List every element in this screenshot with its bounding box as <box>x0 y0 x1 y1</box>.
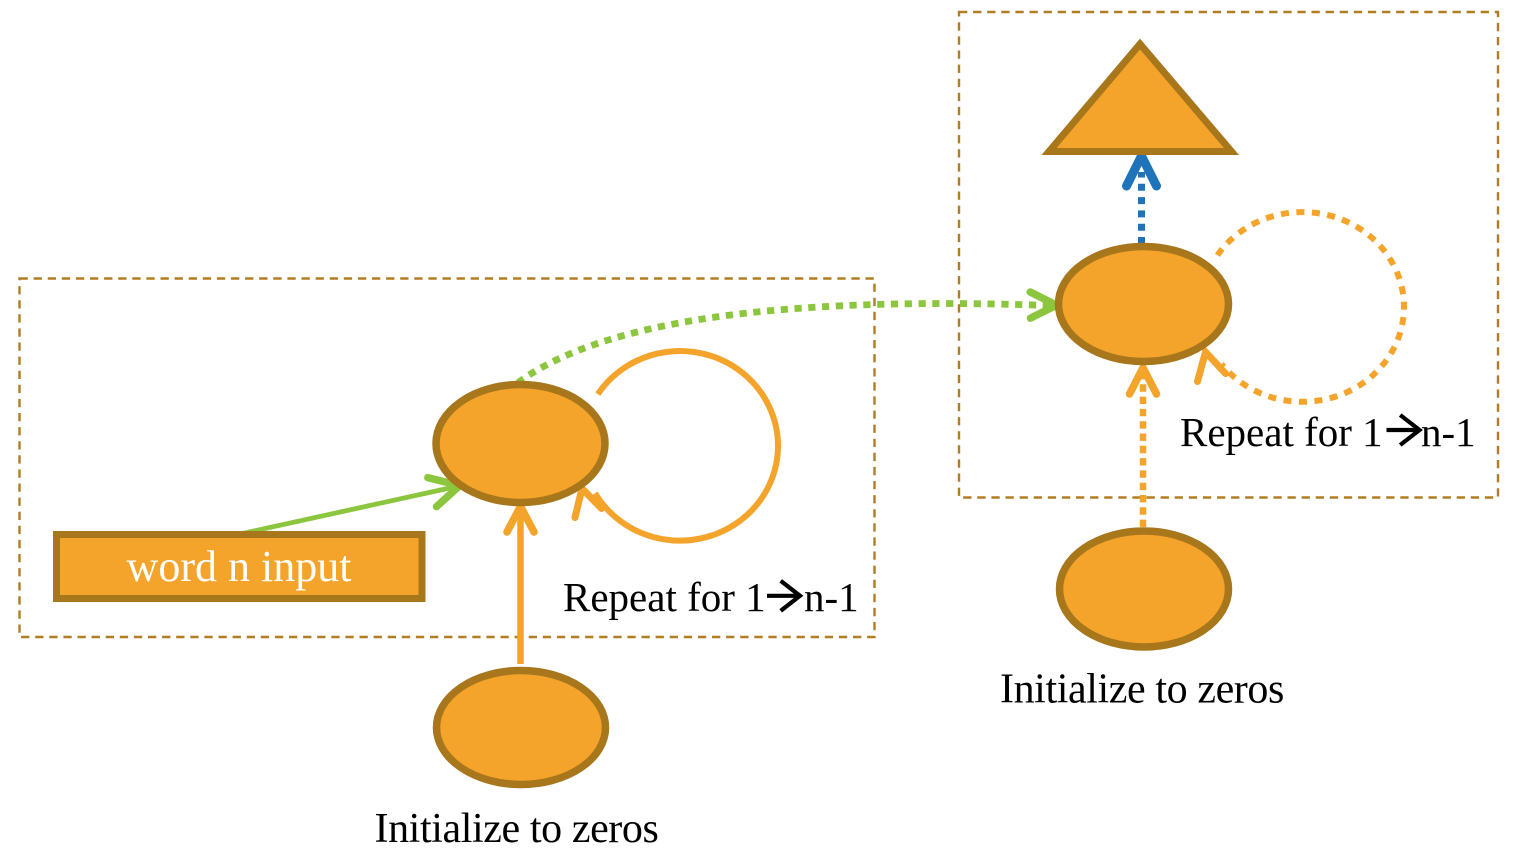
svg-text:Repeat for 1: Repeat for 1 <box>563 574 766 620</box>
svg-text:Repeat for 1: Repeat for 1 <box>1180 409 1383 455</box>
svg-text:Initialize to zeros: Initialize to zeros <box>375 806 659 852</box>
svg-text:Initialize to zeros: Initialize to zeros <box>1000 667 1284 713</box>
svg-text:n-1: n-1 <box>1421 409 1476 455</box>
svg-text:n-1: n-1 <box>804 574 859 620</box>
svg-text:word n input: word n input <box>127 542 352 591</box>
